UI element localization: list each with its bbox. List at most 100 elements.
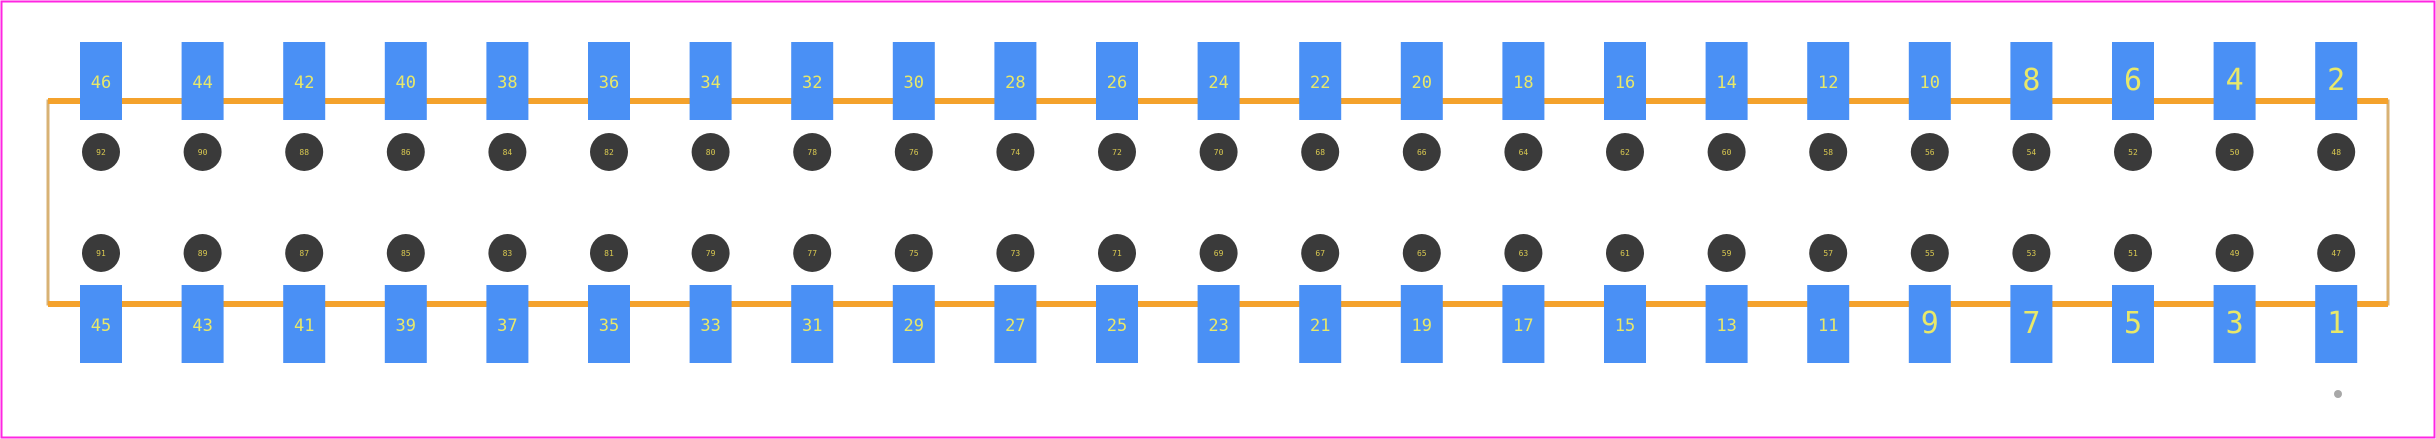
top-hole: [1809, 133, 1848, 171]
bottom-hole-label: 67: [1315, 249, 1325, 258]
top-hole: [2215, 133, 2254, 171]
bottom-hole: [1098, 234, 1136, 272]
top-pad-label: 44: [192, 73, 212, 93]
top-pad-label: 38: [497, 73, 517, 93]
top-pad-label: 42: [294, 73, 314, 93]
top-hole-label: 66: [1417, 148, 1427, 157]
bottom-pad: [892, 285, 935, 363]
bottom-pad: [1502, 285, 1545, 363]
top-hole-label: 80: [706, 148, 716, 157]
top-hole: [82, 133, 120, 171]
bottom-pad: [181, 285, 224, 363]
top-pad: [994, 42, 1037, 120]
bottom-pad: [1197, 285, 1240, 363]
top-hole: [488, 133, 527, 171]
top-pad: [80, 42, 122, 120]
top-pad: [1096, 42, 1138, 120]
bottom-pad-label: 11: [1818, 316, 1838, 336]
top-hole: [2114, 133, 2152, 171]
bottom-hole: [1199, 234, 1238, 272]
top-hole: [2317, 133, 2356, 171]
bottom-pad: [1604, 285, 1646, 363]
top-pad: [588, 42, 630, 120]
bottom-hole-label: 87: [299, 249, 309, 258]
bottom-hole-label: 55: [1925, 249, 1935, 258]
top-pad: [892, 42, 935, 120]
bottom-hole-label: 47: [2331, 249, 2341, 258]
top-hole: [1199, 133, 1238, 171]
bottom-hole-label: 65: [1417, 249, 1427, 258]
bottom-hole: [996, 234, 1035, 272]
top-pad: [1604, 42, 1646, 120]
bottom-hole: [793, 234, 832, 272]
bottom-hole: [1301, 234, 1340, 272]
top-hole-label: 54: [2027, 148, 2037, 157]
bottom-hole-label: 75: [909, 249, 919, 258]
bottom-pad: [994, 285, 1037, 363]
top-pad-label: 26: [1107, 73, 1127, 93]
top-hole: [1098, 133, 1136, 171]
top-pad: [1705, 42, 1748, 120]
bottom-pad: [1705, 285, 1748, 363]
top-hole: [793, 133, 832, 171]
top-pad: [2112, 42, 2154, 120]
bottom-pad: [283, 285, 326, 363]
top-pad: [1502, 42, 1545, 120]
top-hole-label: 78: [807, 148, 817, 157]
top-pad-label: 46: [91, 73, 111, 93]
bottom-hole: [386, 234, 425, 272]
bottom-hole: [285, 234, 324, 272]
bottom-pad-label: 31: [802, 316, 822, 336]
top-hole-label: 72: [1112, 148, 1122, 157]
bottom-pad-label: 43: [192, 316, 212, 336]
top-pad: [2315, 42, 2358, 120]
top-hole-label: 82: [604, 148, 614, 157]
bottom-hole: [1402, 234, 1441, 272]
bottom-hole-label: 53: [2027, 249, 2037, 258]
bottom-pad-label: 35: [599, 316, 619, 336]
top-pad-label: 30: [904, 73, 924, 93]
top-pad: [486, 42, 529, 120]
bottom-pad-label: 21: [1310, 316, 1330, 336]
top-hole-label: 70: [1214, 148, 1224, 157]
bottom-hole: [183, 234, 222, 272]
top-hole: [1504, 133, 1543, 171]
top-pad-label: 20: [1412, 73, 1432, 93]
top-pad-label: 8: [2022, 63, 2040, 98]
top-pad-label: 14: [1716, 73, 1736, 93]
bottom-pad-label: 1: [2327, 306, 2345, 341]
bottom-hole: [2012, 234, 2051, 272]
bottom-pad-label: 41: [294, 316, 314, 336]
bottom-pad-label: 25: [1107, 316, 1127, 336]
top-pad-label: 2: [2327, 63, 2345, 98]
top-hole: [1910, 133, 1949, 171]
bottom-pad-label: 45: [91, 316, 111, 336]
top-hole-label: 84: [503, 148, 513, 157]
bottom-pad-label: 33: [700, 316, 720, 336]
bottom-pad-label: 7: [2022, 306, 2040, 341]
bottom-hole: [488, 234, 527, 272]
top-pad-label: 10: [1920, 73, 1940, 93]
top-pad: [1299, 42, 1342, 120]
bottom-pad: [1096, 285, 1138, 363]
top-pad: [791, 42, 834, 120]
bottom-hole: [2114, 234, 2152, 272]
bottom-hole-label: 73: [1011, 249, 1021, 258]
top-hole-label: 48: [2331, 148, 2341, 157]
top-pad-label: 40: [396, 73, 416, 93]
top-pad: [2213, 42, 2256, 120]
top-hole: [1707, 133, 1746, 171]
top-hole-label: 56: [1925, 148, 1935, 157]
top-hole: [1606, 133, 1644, 171]
top-hole: [1301, 133, 1340, 171]
top-pad: [2010, 42, 2053, 120]
top-pad: [689, 42, 732, 120]
top-pad-label: 16: [1615, 73, 1635, 93]
top-pad-label: 4: [2226, 63, 2244, 98]
bottom-pad-label: 29: [904, 316, 924, 336]
